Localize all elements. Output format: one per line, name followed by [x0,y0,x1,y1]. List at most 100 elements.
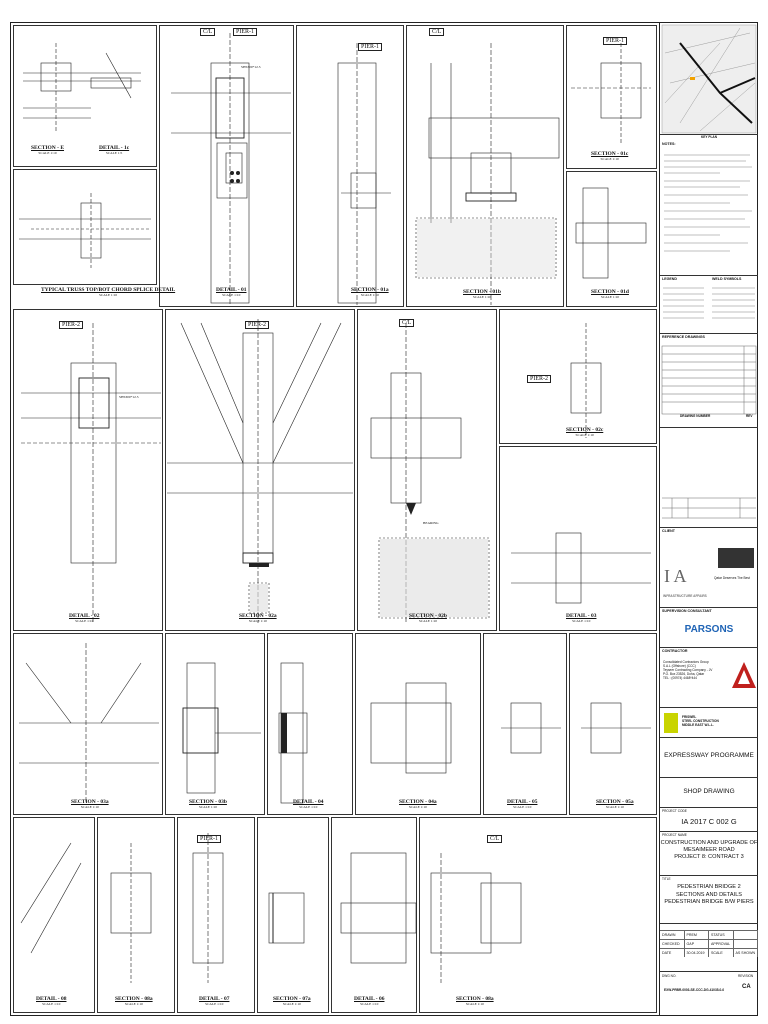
approval-label: APPROVAL [709,940,734,948]
sign-off-block: DRAWN PREM STATUS CHECKED GAP APPROVAL D… [660,924,758,972]
member-label: SHS300*12.5 [241,65,261,69]
frame-section-05a [569,633,657,815]
frame-section-01c [566,25,657,169]
status-value [734,931,758,939]
drawn-row: DRAWN PREM STATUS [660,930,758,939]
drawing-number-label: DRAWING NUMBER [680,414,711,418]
steel-co-line: STEEL CONSTRUCTION [682,719,719,723]
client-block: CLIENT I A Qatar Deserves The Best INFRA… [660,528,758,608]
frame-section-03b [165,633,265,815]
frame-detail-04 [267,633,353,815]
notes-block: NOTES: [660,141,758,276]
key-plan [660,23,758,135]
pier2-tag: PIER-2 [59,321,83,329]
frame-section-06a [419,817,657,1013]
dwg-number-block: DWG NO. REVISION EXW-PRBR-0003-SE-CCC-DG… [660,972,758,1015]
pier2-tag: PIER-2 [245,321,269,329]
project-code: IA 2017 C 002 G [681,817,737,826]
reference-drawings: REFERENCE DRAWINGS DRAWING NUMBER REV [660,334,758,428]
date-label: DATE [660,949,685,957]
consultant-logo: PARSONS [684,624,734,635]
contractor-lines: Consolidated Contractors Group S.A.L (Of… [663,660,731,680]
title-block: KEY PLAN NOTES: LEGEND WELD SYMBOLS [659,23,758,1015]
frame-section-02c [499,309,657,444]
drawing-linework [19,33,651,983]
project-name-block: PROJECT NAME CONSTRUCTION AND UPGRADE OF… [660,832,758,876]
shop-drawing-label: SHOP DRAWING [683,788,735,795]
checked-row: CHECKED GAP APPROVAL [660,939,758,948]
rev-label: REV [746,414,753,418]
date-value: 30.04.2019 [685,949,709,957]
pier1-tag: PIER-1 [197,835,221,843]
legend-heading: LEGEND [662,277,677,281]
drawing-title-line: PEDESTRIAN BRIDGE B/W PIERS [664,899,754,905]
revision-value: CA [742,984,751,990]
contractor-line: Consolidated Contractors Group [663,660,709,664]
frame-detail-06 [331,817,417,1013]
programme-name: EXPRESSWAY PROGRAMME [664,752,754,759]
frame-section-08a [97,817,175,1013]
client-tagline: Qatar Deserves The Best [714,576,750,580]
shop-drawing-block: SHOP DRAWING [660,778,758,808]
steel-co-line: MIDDLE EAST W.L.L. [682,723,714,727]
cl-tag: C/L [429,28,445,36]
cl-tag: C/L [487,835,503,843]
steel-co-line: FRISWEL [682,715,697,719]
client-emblem [718,548,754,568]
project-code-block: PROJECT CODE IA 2017 C 002 G [660,808,758,832]
frame-section-04a [355,633,481,815]
pier1-tag: PIER-1 [603,37,627,45]
checked-label: CHECKED [660,940,685,948]
pier1-tag: PIER-1 [358,43,382,51]
client-heading: CLIENT [662,529,675,533]
key-plan-map [661,24,757,134]
pier2-tag: PIER-2 [527,375,551,383]
contractor-line: P.O. Box 23526, Doha, Qatar [663,672,705,676]
client-logo-glyph: I A [664,566,687,586]
frame-section-01d [566,171,657,307]
frame-detail-01 [159,25,294,307]
reference-heading: REFERENCE DRAWINGS [662,335,705,339]
cl-tag: C/L [399,319,415,327]
weld-symbols-heading: WELD SYMBOLS [712,277,742,281]
title-field-block: TITLE PEDESTRIAN BRIDGE 2 SECTIONS AND D… [660,876,758,924]
date-row: DATE 30.04.2019 SCALE AS SHOWN [660,948,758,957]
legend-block: LEGEND WELD SYMBOLS [660,276,758,334]
checked-value: GAP [685,940,709,948]
project-name: CONSTRUCTION AND UPGRADE OF MESAIMEER RO… [660,840,758,861]
scale-value: AS SHOWN [734,949,758,957]
bearing-label: BEARING [423,521,439,525]
drawn-label: DRAWN [660,931,685,939]
frame-detail-02 [13,309,163,631]
notes-heading: NOTES: [662,142,676,146]
project-code-label: PROJECT CODE [662,809,687,813]
frame-detail-05 [483,633,567,815]
consultant-block: SUPERVISION CONSULTANT PARSONS [660,608,758,648]
approval-value [734,940,758,948]
steel-co-block: FRISWEL STEEL CONSTRUCTION MIDDLE EAST W… [660,708,758,738]
drawing-title-line: PEDESTRIAN BRIDGE 2 [677,884,741,890]
drawing-title-line: SECTIONS AND DETAILS [675,891,743,898]
frame-section-07a [257,817,329,1013]
project-name-line: MESAIMEER ROAD [683,847,735,853]
frame-section-e [13,25,157,167]
frame-section-02a [165,309,355,631]
drawing-area: C/L PIER-1 PIER-1 C/L PIER-1 PIER-2 PIER… [11,23,659,1015]
steel-co-emblem [664,713,678,733]
frame-detail-08 [13,817,95,1013]
